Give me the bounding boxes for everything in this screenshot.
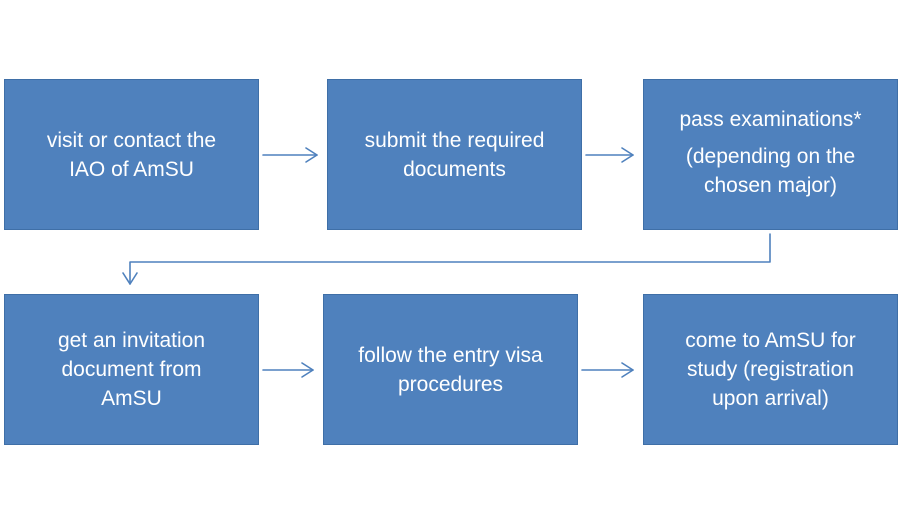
- arrow-step1-to-step2: [262, 147, 318, 163]
- arrow-step4-to-step5: [262, 362, 314, 378]
- step-submit-documents: submit the required documents: [327, 79, 582, 230]
- step-invitation-document-line-3: AmSU: [101, 387, 162, 410]
- step-submit-documents-line-2: documents: [403, 157, 506, 181]
- step-invitation-document-line-1: get an invitation: [57, 329, 206, 352]
- step-come-to-amsu: come to AmSU for study (registration upo…: [643, 294, 898, 445]
- step-visit-iao: visit or contact the IAO of AmSU: [4, 79, 259, 230]
- step-pass-examinations: pass examinations* (depending on the cho…: [643, 79, 898, 230]
- step-pass-examinations-line-1: pass examinations*: [679, 108, 862, 131]
- step-pass-examinations-note-line-1: (depending on the: [685, 145, 856, 168]
- step-entry-visa: follow the entry visa procedures: [323, 294, 578, 445]
- step-come-to-amsu-line-2: study (registration: [687, 358, 854, 381]
- step-submit-documents-line-1: submit the required: [364, 128, 545, 152]
- step-come-to-amsu-line-3: upon arrival): [712, 387, 829, 410]
- step-entry-visa-line-2: procedures: [397, 372, 504, 396]
- step-pass-examinations-note-line-2: chosen major): [703, 174, 838, 197]
- arrow-step5-to-step6: [581, 362, 634, 378]
- arrow-step2-to-step3: [585, 147, 634, 163]
- step-come-to-amsu-line-1: come to AmSU for: [685, 329, 856, 352]
- arrow-step3-to-step4-elbow: [122, 233, 771, 285]
- step-invitation-document: get an invitation document from AmSU: [4, 294, 259, 445]
- step-visit-iao-line-1: visit or contact the: [46, 128, 217, 152]
- step-invitation-document-line-2: document from: [61, 358, 202, 381]
- step-entry-visa-line-1: follow the entry visa: [358, 343, 543, 367]
- step-visit-iao-line-2: IAO of AmSU: [69, 157, 194, 181]
